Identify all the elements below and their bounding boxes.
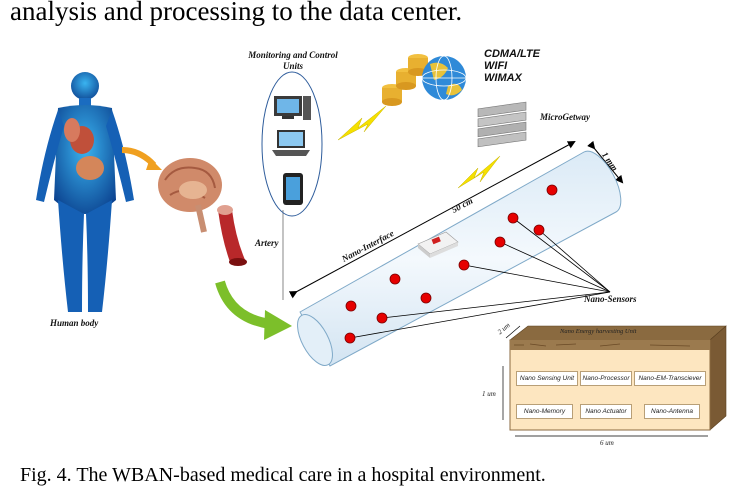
nano-sensor-dot bbox=[458, 259, 470, 271]
nano-sensor-dot bbox=[507, 212, 519, 224]
nano-sensor-dot bbox=[420, 292, 432, 304]
nano-cell-memory: Nano-Memory bbox=[516, 404, 573, 419]
nano-sensor-dot bbox=[546, 184, 558, 196]
nano-sensor-dot bbox=[494, 236, 506, 248]
desktop-computer-icon bbox=[274, 96, 311, 120]
nano-sensor-dot bbox=[344, 332, 356, 344]
nano-sensor-dots bbox=[344, 184, 558, 344]
brain-image bbox=[158, 158, 222, 233]
human-body-figure bbox=[36, 72, 134, 312]
nano-sensor-dot bbox=[533, 224, 545, 236]
lightning-bolt-2 bbox=[457, 155, 501, 189]
lightning-bolt-1 bbox=[337, 105, 387, 141]
figure-caption: Fig. 4. The WBAN-based medical care in a… bbox=[20, 464, 546, 486]
dim-width-label: 6 um bbox=[600, 439, 614, 447]
comm-label-1: CDMA/LTE bbox=[484, 48, 541, 60]
laptop-icon bbox=[272, 130, 310, 156]
green-arrow bbox=[215, 280, 271, 329]
nano-cell-sensing: Nano Sensing Unit bbox=[516, 371, 578, 386]
comm-label-2: WIFI bbox=[484, 60, 508, 72]
dim-height-label: 1 um bbox=[482, 390, 496, 398]
microgateway-label: MicroGetway bbox=[540, 112, 590, 122]
nano-cell-processor: Nano-Processor bbox=[580, 371, 632, 386]
artery-label: Artery bbox=[255, 238, 279, 248]
comm-label-3: WIMAX bbox=[484, 72, 522, 84]
nano-sensor-dot bbox=[376, 312, 388, 324]
nano-sensor-dot bbox=[345, 300, 357, 312]
artery-image bbox=[217, 205, 247, 266]
sensor-connection-lines bbox=[349, 217, 611, 339]
artery-tube bbox=[297, 150, 622, 367]
microgateway-server-icon bbox=[477, 101, 527, 148]
human-body-label: Human body bbox=[50, 318, 99, 328]
nano-cell-transceiver: Nano-EM-Transciever bbox=[634, 371, 706, 386]
database-icon bbox=[382, 54, 428, 106]
smartphone-icon bbox=[283, 173, 303, 205]
monitoring-units-label: Monitoring and Control Units bbox=[248, 50, 338, 71]
globe-icon bbox=[421, 55, 467, 101]
nano-cell-actuator: Nano Actuator bbox=[580, 404, 632, 419]
nano-sensors-label: Nano-Sensors bbox=[584, 294, 637, 304]
nano-cell-antenna: Nano-Antenna bbox=[644, 404, 700, 419]
nano-sensor-dot bbox=[389, 273, 401, 285]
nano-energy-unit-label: Nano Energy harvesting Unit bbox=[560, 328, 637, 335]
top-text-fragment: analysis and processing to the data cent… bbox=[10, 0, 463, 26]
nano-interface-chip-icon bbox=[417, 231, 459, 258]
